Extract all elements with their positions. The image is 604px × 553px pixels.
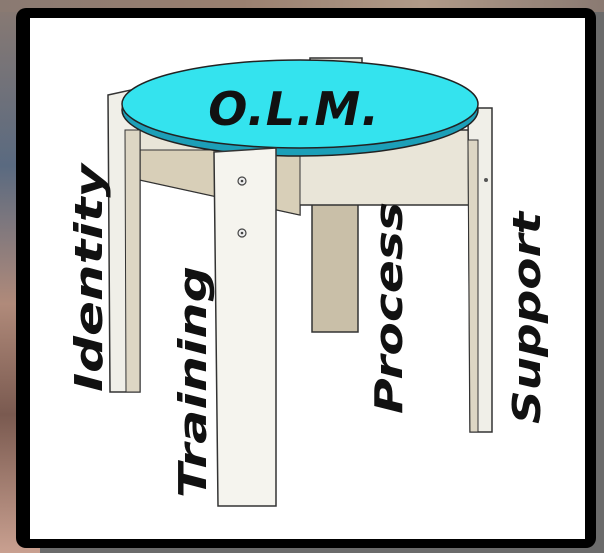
front-leg-screw-1-center (241, 180, 244, 183)
front-leg-screw-2-center (241, 232, 244, 235)
front-leg (214, 148, 276, 506)
center-label: O.L.M. (208, 82, 380, 136)
leg-label-support: Support (505, 210, 549, 424)
leg-label-identity: Identity (67, 161, 111, 392)
right-leg-side (468, 140, 478, 432)
leg-label-process: Process (367, 202, 411, 414)
left-leg-side (125, 130, 140, 392)
leg-label-training: Training (171, 266, 215, 498)
right-leg-screw (484, 178, 488, 182)
